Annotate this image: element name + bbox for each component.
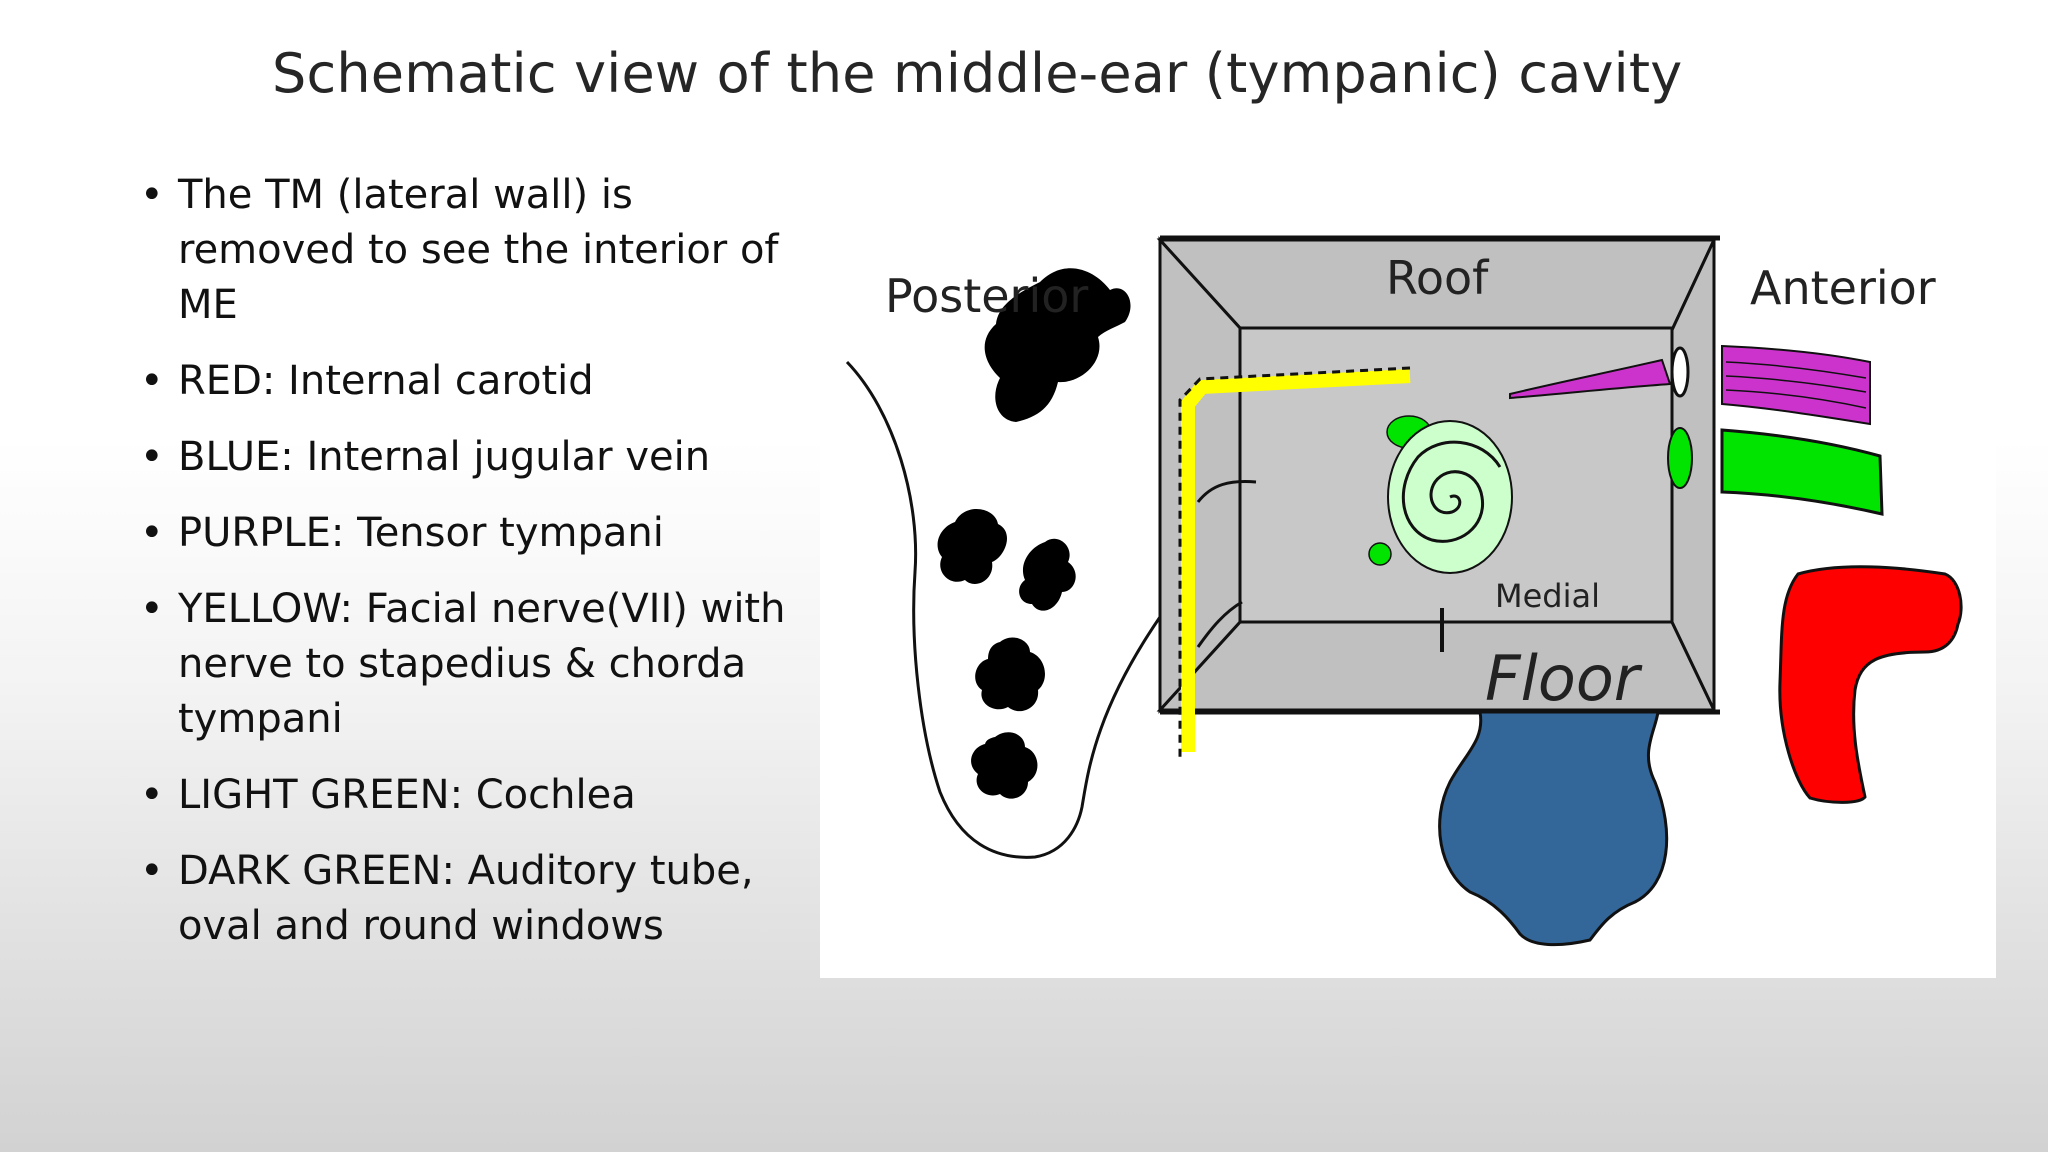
cochlea (1387, 420, 1513, 574)
tensor-tympani-muscle (1721, 344, 1871, 426)
tensor-tympani-tendon (1509, 358, 1672, 400)
tensor-tympani-pulley (1670, 346, 1690, 398)
mastoid-blob-large (984, 268, 1131, 422)
label-posterior: Posterior (885, 269, 1088, 323)
mastoid-blob-4 (971, 732, 1038, 799)
bullet-text: The TM (lateral wall) is removed to see … (178, 172, 779, 328)
mastoid-air-cells (937, 268, 1131, 799)
bullet-item: • BLUE: Internal jugular vein (136, 430, 816, 485)
tensor-tympani-striations (1725, 361, 1867, 409)
facial-nerve-dashes (1178, 366, 1411, 757)
facial-nerve (1178, 366, 1411, 757)
middle-ear-diagram: Posterior Roof Anterior Medial Floor (820, 212, 1996, 978)
bullet-list: • The TM (lateral wall) is removed to see… (136, 168, 816, 975)
bullet-item: • PURPLE: Tensor tympani (136, 506, 816, 561)
mastoid-blob-1 (937, 509, 1008, 584)
label-anterior: Anterior (1750, 261, 1936, 315)
bullet-text: DARK GREEN: Auditory tube, oval and roun… (178, 848, 754, 949)
label-floor: Floor (1485, 642, 1643, 715)
label-roof: Roof (1386, 251, 1490, 305)
nerve-to-stapedius (1196, 480, 1257, 503)
bullet-dot: • (140, 772, 164, 818)
bullet-dot: • (140, 358, 164, 404)
slide-title: Schematic view of the middle-ear (tympan… (272, 42, 1683, 105)
bullet-item: • LIGHT GREEN: Cochlea (136, 768, 816, 823)
label-medial: Medial (1495, 577, 1600, 615)
tensor-tympani (1509, 344, 1871, 426)
facial-nerve-main (1181, 369, 1411, 752)
bullet-item: • DARK GREEN: Auditory tube, oval and rou… (136, 844, 816, 954)
bullet-item: • The TM (lateral wall) is removed to see… (136, 168, 816, 333)
mastoid-blob-2 (1019, 538, 1076, 611)
auditory-tube (1720, 428, 1884, 516)
bullet-text: RED: Internal carotid (178, 358, 594, 404)
mastoid-outline (845, 360, 1162, 859)
cochlea-spiral (1401, 440, 1502, 543)
round-window-medial (1368, 542, 1392, 566)
mastoid-blob-3 (975, 637, 1045, 712)
bullet-dot: • (140, 434, 164, 480)
middle-ear-svg: Posterior Roof Anterior Medial Floor (845, 235, 1963, 947)
bullet-text: BLUE: Internal jugular vein (178, 434, 711, 480)
bullet-dot: • (140, 510, 164, 556)
bullet-text: LIGHT GREEN: Cochlea (178, 772, 636, 818)
round-window (1667, 427, 1693, 489)
internal-jugular-vein (1438, 710, 1669, 947)
internal-carotid-artery (1778, 565, 1963, 804)
bullet-text: YELLOW: Facial nerve(VII) with nerve to … (178, 586, 786, 742)
bullet-dot: • (140, 172, 164, 218)
chorda-tympani (1196, 600, 1243, 648)
bullet-dot: • (140, 848, 164, 894)
bullet-text: PURPLE: Tensor tympani (178, 510, 664, 556)
bullet-dot: • (140, 586, 164, 632)
bullet-item: • RED: Internal carotid (136, 354, 816, 409)
bullet-item: • YELLOW: Facial nerve(VII) with nerve to… (136, 582, 816, 747)
